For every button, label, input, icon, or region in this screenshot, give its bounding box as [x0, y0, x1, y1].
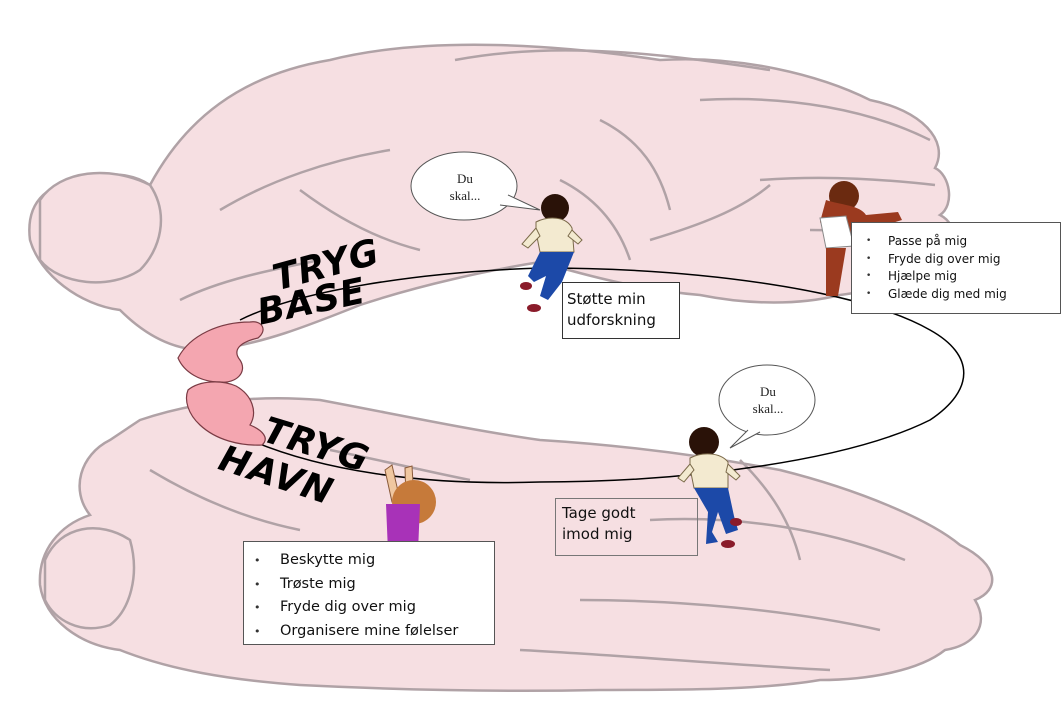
speech-bubble-top-text: Du skal... — [430, 170, 500, 204]
care-needs-list: Passe på mig Fryde dig over mig Hjælpe m… — [888, 233, 1060, 303]
speech-bubble-bottom-text: Du skal... — [733, 383, 803, 417]
protect-need-item: Fryde dig over mig — [280, 596, 494, 620]
protect-need-item: Trøste mig — [280, 573, 494, 597]
care-need-item: Passe på mig — [888, 233, 1060, 251]
care-need-item: Fryde dig over mig — [888, 251, 1060, 269]
welcome-me-label: Tage godt imod mig — [555, 498, 698, 556]
care-need-item: Glæde dig med mig — [888, 286, 1060, 304]
protect-need-item: Beskytte mig — [280, 549, 494, 573]
protect-need-item: Organisere mine følelser — [280, 620, 494, 644]
lower-hand-image — [40, 398, 992, 691]
speech-bubble-bottom-tail — [730, 430, 760, 448]
care-needs-box: Passe på mig Fryde dig over mig Hjælpe m… — [851, 222, 1061, 314]
care-need-item: Hjælpe mig — [888, 268, 1060, 286]
protect-needs-list: Beskytte mig Trøste mig Fryde dig over m… — [280, 549, 494, 643]
protect-needs-box: Beskytte mig Trøste mig Fryde dig over m… — [243, 541, 495, 645]
support-exploration-label: Støtte min udforskning — [562, 282, 680, 339]
